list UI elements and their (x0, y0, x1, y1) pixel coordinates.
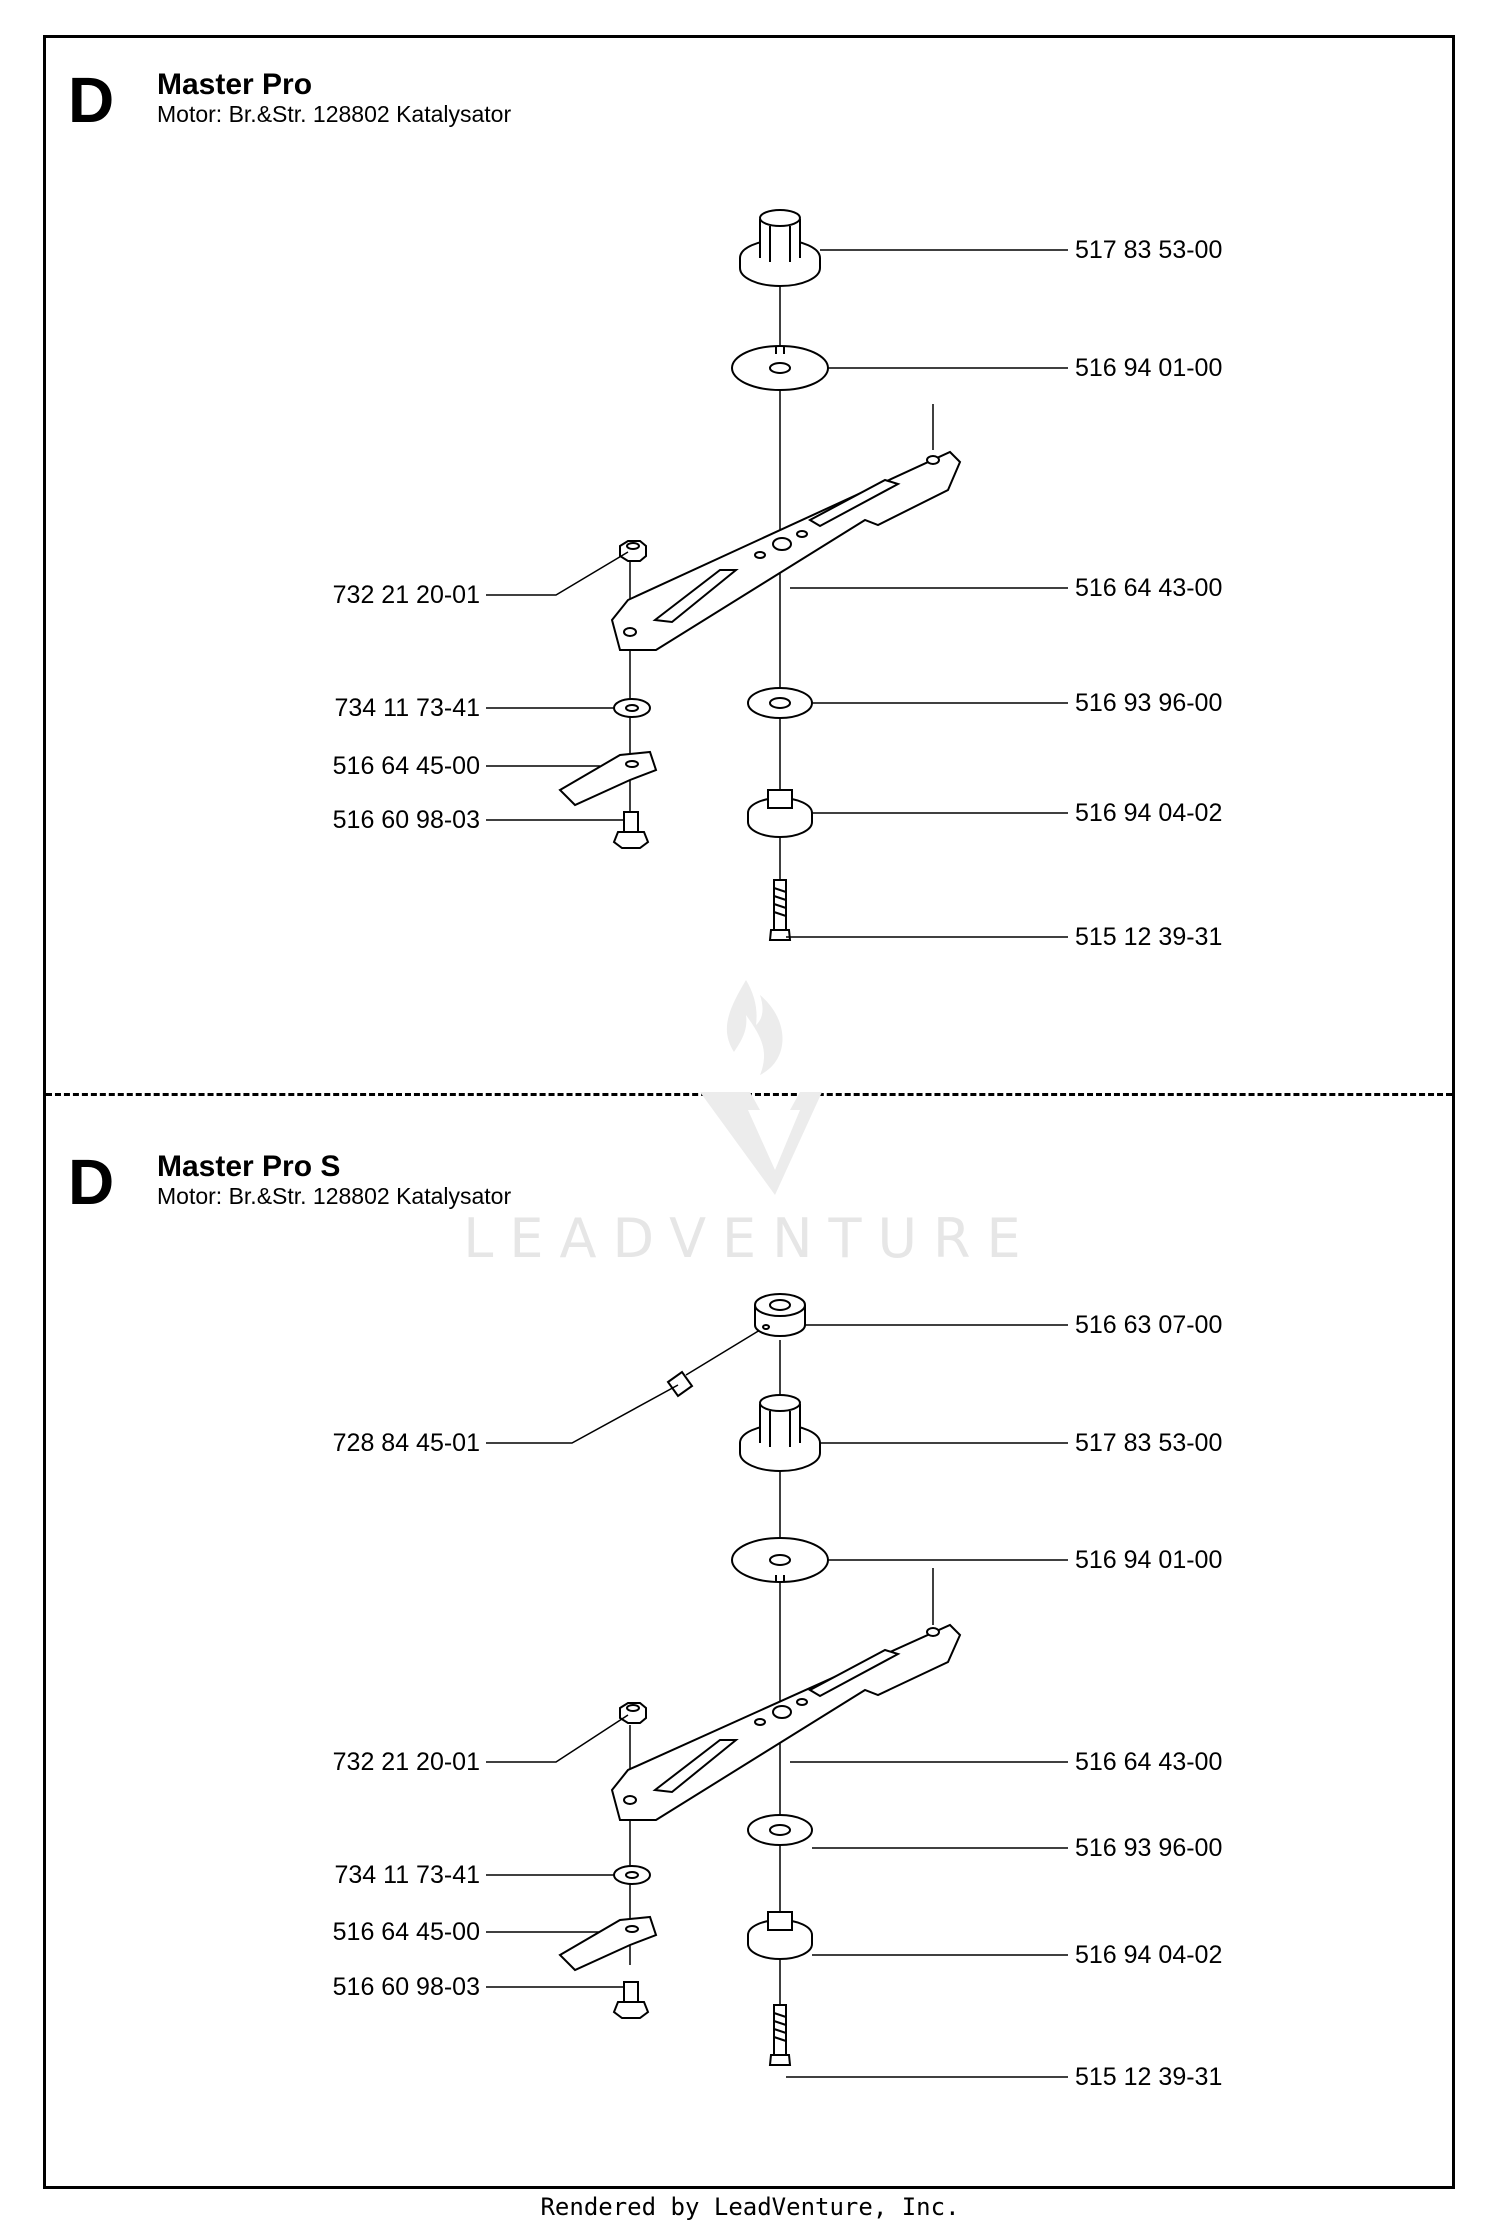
part-number-label: 517 83 53-00 (1075, 1429, 1223, 1457)
section-subtitle: Motor: Br.&Str. 128802 Katalysator (157, 1183, 512, 1209)
part-number-label: 516 60 98-03 (332, 1973, 480, 2001)
watermark-text: LEADVENTURE (463, 1207, 1037, 1270)
blade-bar-part (610, 450, 962, 651)
assembly-master-pro (486, 209, 1068, 941)
knife-part (558, 1915, 658, 1972)
part-number-label: 516 94 04-02 (1075, 799, 1223, 827)
section-subtitle: Motor: Br.&Str. 128802 Katalysator (157, 101, 512, 127)
part-number-label: 516 63 07-00 (1075, 1311, 1223, 1339)
nut-part (619, 1702, 647, 1724)
section-title: Master Pro (157, 68, 313, 101)
hub-part (739, 1394, 821, 1472)
part-number-label: 516 64 45-00 (332, 1918, 480, 1946)
small-washer-part (613, 698, 651, 718)
hub-part (739, 209, 821, 287)
part-number-label: 516 93 96-00 (1075, 1834, 1223, 1862)
part-number-label: 516 60 98-03 (332, 806, 480, 834)
knife-part (558, 750, 658, 807)
part-number-label: 732 21 20-01 (332, 581, 480, 609)
axis-line (685, 1329, 761, 1376)
part-number-label: 515 12 39-31 (1075, 2063, 1223, 2091)
section-letter: D (68, 64, 115, 136)
adapter-part (747, 789, 813, 838)
blade-bar-part (610, 1623, 962, 1821)
section-letter: D (68, 1146, 115, 1218)
assembly-master-pro-s (486, 1293, 1068, 2078)
part-number-label: 515 12 39-31 (1075, 923, 1223, 951)
washer-part (747, 687, 813, 719)
disc-part (731, 1537, 829, 1583)
part-number-label: 516 94 04-02 (1075, 1941, 1223, 1969)
part-number-label: 516 94 01-00 (1075, 354, 1223, 382)
bolt-part (768, 879, 792, 941)
diagram-frame (43, 35, 1455, 2189)
small-washer-part (613, 1865, 651, 1885)
part-number-label: 732 21 20-01 (332, 1748, 480, 1776)
nut-part (619, 540, 647, 562)
section-title: Master Pro S (157, 1150, 341, 1183)
part-number-label: 516 93 96-00 (1075, 689, 1223, 717)
disc-part (731, 345, 829, 391)
part-number-label: 734 11 73-41 (334, 694, 481, 722)
part-number-label: 728 84 45-01 (332, 1429, 480, 1457)
part-number-label: 516 64 43-00 (1075, 1748, 1223, 1776)
part-number-label: 516 64 45-00 (332, 752, 480, 780)
adapter-part (747, 1911, 813, 1960)
bolt-part (768, 2004, 792, 2066)
collar-part (754, 1293, 806, 1337)
part-number-label: 516 94 01-00 (1075, 1546, 1223, 1574)
part-number-label: 517 83 53-00 (1075, 236, 1223, 264)
footer-credit: Rendered by LeadVenture, Inc. (540, 2193, 960, 2221)
washer-part (747, 1814, 813, 1846)
screw-part (612, 1981, 650, 2019)
screw-part (612, 811, 650, 849)
part-number-label: 516 64 43-00 (1075, 574, 1223, 602)
set-screw-part (666, 1370, 694, 1398)
part-number-label: 734 11 73-41 (334, 1861, 481, 1889)
